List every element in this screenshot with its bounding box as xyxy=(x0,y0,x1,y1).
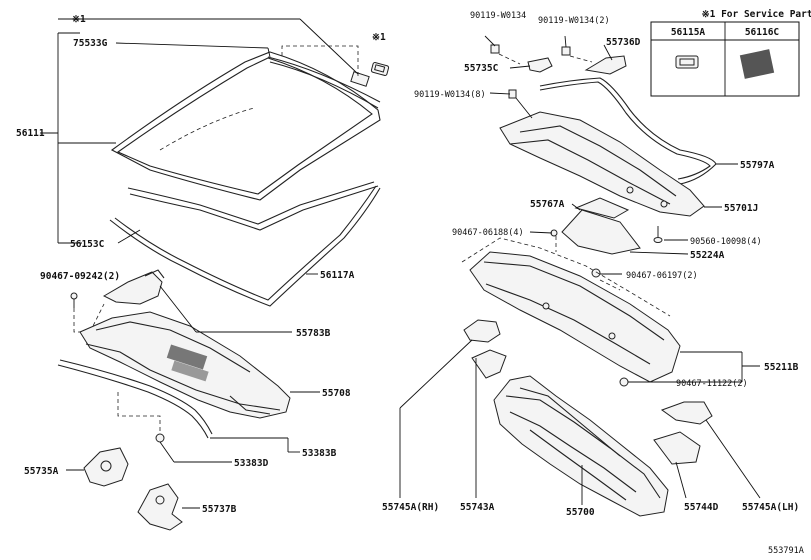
part-label: 55735A xyxy=(24,466,59,477)
clip-90467-09242 xyxy=(70,292,78,308)
part-label: 55737B xyxy=(202,504,237,515)
cowl-panel-55211B xyxy=(469,251,681,383)
plate-55767A xyxy=(574,197,630,219)
service-part-label: 56115A xyxy=(671,27,706,38)
bolt-90119-a xyxy=(490,44,500,54)
mark-label: ※1 xyxy=(372,32,386,43)
part-label: 56111 xyxy=(16,128,45,139)
clip-90467-11122 xyxy=(619,377,629,387)
bracket-55743A xyxy=(471,349,507,379)
cowl-main-55700 xyxy=(493,375,669,517)
service-note-title: ※1 For Service Parts xyxy=(702,9,811,20)
part-label: 90467-11122(2) xyxy=(676,379,748,389)
part-label: 55211B xyxy=(764,362,799,373)
bracket-55744D xyxy=(653,431,701,465)
part-label: 56117A xyxy=(320,270,355,281)
part-label: 55736D xyxy=(606,37,641,48)
part-label: 55224A xyxy=(690,250,725,261)
part-label: 90467-06197(2) xyxy=(626,271,698,281)
bracket-55745A-LH xyxy=(660,401,713,425)
part-label: 55745A(RH) xyxy=(382,502,439,513)
cowl-bracket-55783B xyxy=(102,269,165,305)
windshield-molding xyxy=(109,185,381,307)
part-label: 55700 xyxy=(566,507,595,518)
part-label: 55744D xyxy=(684,502,719,513)
service-parts-box xyxy=(650,21,800,97)
part-label: 55701J xyxy=(724,203,758,214)
plate-55224A xyxy=(561,209,641,255)
bracket-55745A-RH xyxy=(463,319,501,343)
part-label: 56153C xyxy=(70,239,105,250)
part-label: 53383D xyxy=(234,458,269,469)
cowl-seal-53383D xyxy=(57,359,213,439)
part-label: 90467-09242(2) xyxy=(40,271,120,282)
part-label: 55708 xyxy=(322,388,351,399)
part-label: 55735C xyxy=(464,63,499,74)
part-label: 55743A xyxy=(460,502,495,513)
bolt-90119-b xyxy=(561,46,571,56)
part-label: 90119-W0134 xyxy=(470,11,526,21)
part-label: 55797A xyxy=(740,160,775,171)
diagram-id: 553791A xyxy=(768,546,804,556)
clip-53383D xyxy=(155,433,165,443)
part-label: 90119-W0134(2) xyxy=(538,16,610,26)
part-label: 55783B xyxy=(296,328,331,339)
cowl-top-panel-55708 xyxy=(79,311,291,419)
part-label: 53383B xyxy=(302,448,337,459)
part-label: 75533G xyxy=(73,38,108,49)
part-label: 90119-W0134(8) xyxy=(414,90,486,100)
bolt-90119-c xyxy=(508,89,517,99)
service-clip-part xyxy=(370,62,390,76)
bracket-55735A xyxy=(83,447,129,487)
part-label: 90467-06188(4) xyxy=(452,228,524,238)
bracket-55737B xyxy=(137,483,183,531)
mark-label: ※1 xyxy=(72,14,86,25)
clip-90467-06197 xyxy=(591,268,601,278)
top-molding xyxy=(267,56,381,109)
part-label: 55767A xyxy=(530,199,565,210)
cowl-panel-55701J xyxy=(499,111,705,217)
bracket-55736D xyxy=(584,55,627,75)
hood-seal-55797A xyxy=(539,77,717,185)
service-part-label: 56116C xyxy=(745,27,780,38)
windshield-glass xyxy=(110,51,381,231)
part-label: 90560-10098(4) xyxy=(690,237,762,247)
washer-90560-10098 xyxy=(653,237,663,243)
part-label: 55745A(LH) xyxy=(742,502,799,513)
bracket-55735C xyxy=(527,57,553,73)
